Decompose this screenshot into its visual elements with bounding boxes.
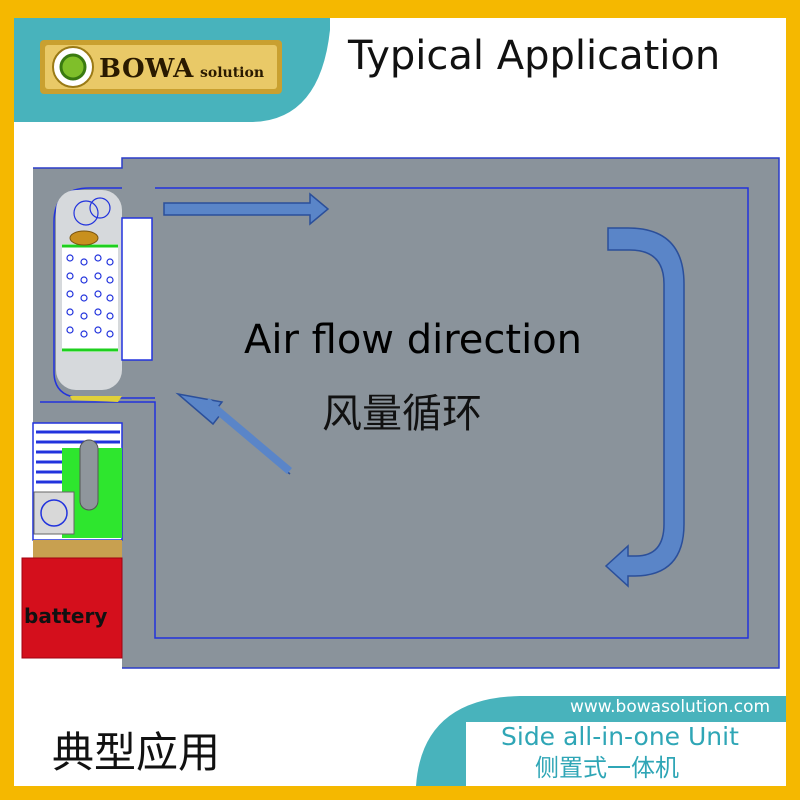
battery [21, 557, 123, 659]
expansion-valve [69, 230, 99, 246]
website-link[interactable]: www.bowasolution.com [570, 697, 771, 717]
logo-emblem-core [59, 53, 87, 81]
airflow-label-cn: 风量循环 [322, 391, 482, 437]
cabinet [22, 158, 779, 668]
airflow-duct [40, 187, 749, 639]
page-title: Typical Application [348, 33, 721, 79]
condenser-fan [40, 499, 68, 527]
airflow-label: Air flow direction [244, 317, 583, 363]
product-name-cn: 侧置式一体机 [535, 754, 679, 782]
arrow-right-loop [604, 227, 685, 588]
compressor [79, 439, 99, 511]
logo-inner [45, 45, 277, 89]
arrow-top [163, 192, 330, 226]
logo-text: BOWA [99, 54, 194, 84]
product-name: Side all-in-one Unit [501, 722, 739, 751]
evaporator-plate [121, 217, 153, 361]
evaporator-coil [62, 244, 118, 352]
battery-label: battery [24, 604, 108, 628]
logo-subtext: solution [200, 65, 265, 81]
typical-application-cn: 典型应用 [52, 728, 221, 777]
